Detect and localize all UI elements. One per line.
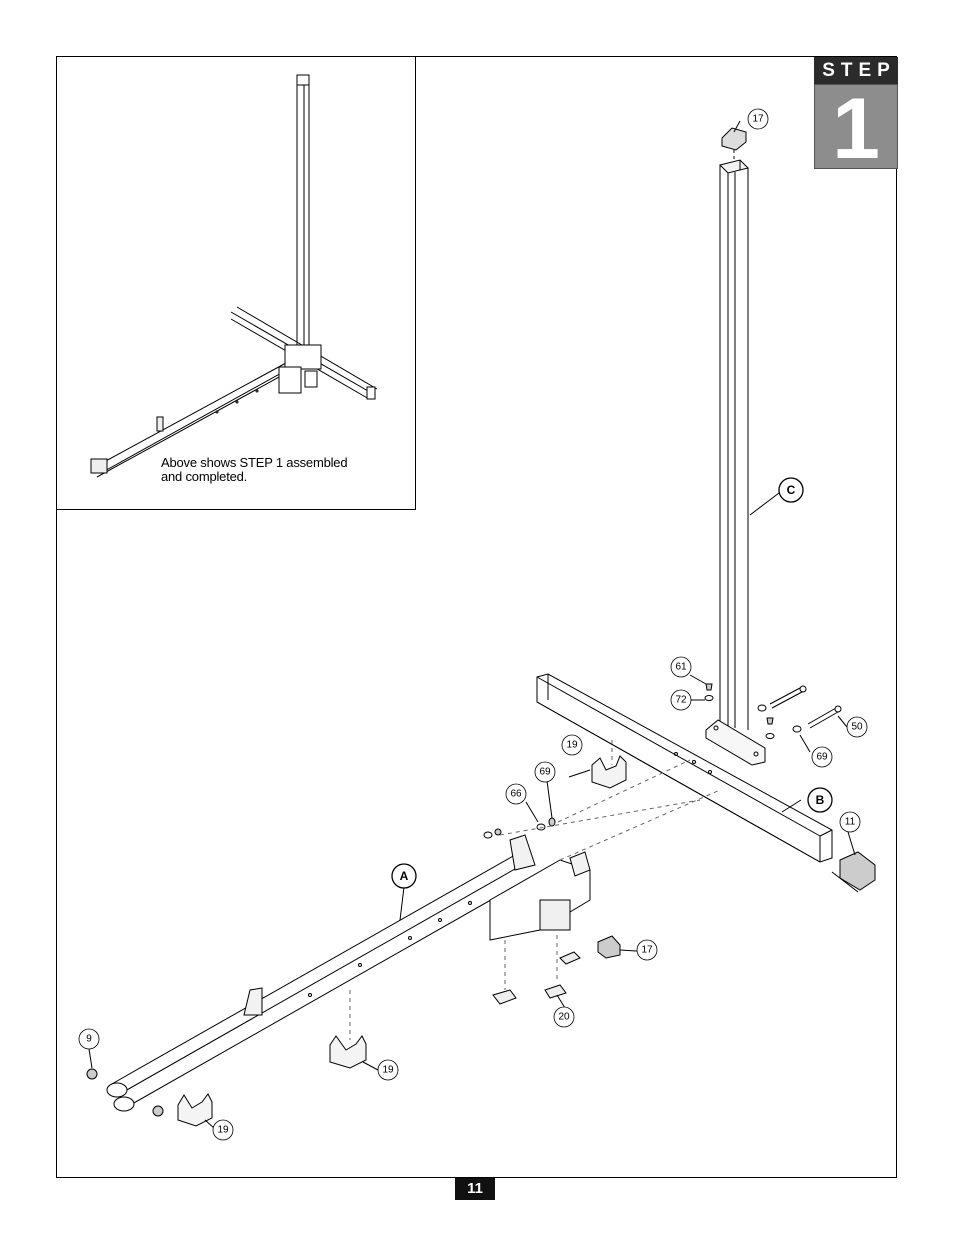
foot-pad-19-mid [329, 1035, 367, 1069]
assembled-view-inset: Above shows STEP 1 assembled and complet… [56, 56, 416, 510]
callout-20-text: 20 [558, 1012, 570, 1023]
callout-66-text: 66 [510, 789, 522, 800]
upright-base-plate [705, 719, 766, 766]
callout-19-low-text: 19 [217, 1125, 229, 1136]
callout-72 [670, 689, 692, 711]
callout-20 [553, 1006, 575, 1028]
callout-69-mid [534, 761, 556, 783]
upright-post-c [719, 159, 749, 730]
step-badge: STEP 1 [814, 57, 898, 173]
step-label: STEP [814, 57, 898, 84]
bracket-20-b [544, 984, 567, 999]
callout-17-mid-text: 17 [641, 945, 653, 956]
callout-50-text: 50 [851, 722, 863, 733]
base-frame-a [106, 834, 591, 1112]
end-cap-17-mid [597, 935, 621, 959]
callout-19-low [212, 1119, 234, 1141]
callout-9-text: 9 [86, 1034, 92, 1045]
foot-pad-19-low [177, 1093, 213, 1127]
part-label-a-text: A [400, 869, 409, 883]
callout-19-upper-text: 19 [566, 740, 578, 751]
end-cap-11 [839, 851, 876, 891]
callout-50 [846, 716, 868, 738]
callout-69-mid-text: 69 [539, 767, 551, 778]
callout-69-right [811, 746, 833, 768]
part-label-c [778, 477, 804, 503]
bracket-20-c [559, 951, 581, 965]
callout-17-top [747, 108, 769, 130]
assembled-drawing [90, 74, 378, 478]
inset-caption-line2: and completed. [161, 469, 248, 484]
part-label-b [807, 787, 833, 813]
callout-72-text: 72 [675, 695, 687, 706]
callout-69-right-text: 69 [816, 752, 828, 763]
callout-61 [670, 656, 692, 678]
foot-pad-19-upper [591, 755, 627, 789]
callout-9 [78, 1028, 100, 1050]
base-crossbeam-b [536, 673, 833, 863]
step-number: 1 [814, 84, 898, 173]
page-number: 11 [455, 1178, 495, 1200]
bolts-50 [769, 685, 842, 729]
callout-17-top-text: 17 [752, 114, 764, 125]
callout-19-upper [561, 734, 583, 756]
callout-19-mid [377, 1059, 399, 1081]
callout-66 [505, 783, 527, 805]
page-frame [56, 56, 897, 1178]
end-cap-17-top [721, 127, 747, 160]
callout-19-mid-text: 19 [382, 1065, 394, 1076]
inset-caption-line1: Above shows STEP 1 assembled [161, 455, 348, 470]
callout-11 [839, 811, 861, 833]
part-label-a [391, 863, 417, 889]
callout-61-text: 61 [675, 662, 687, 673]
inset-caption: Above shows STEP 1 assembled and complet… [161, 456, 391, 484]
bracket-20-a [492, 989, 517, 1005]
part-label-c-text: C [787, 483, 796, 497]
callout-11-text: 11 [845, 817, 856, 828]
callout-17-mid [636, 939, 658, 961]
part-label-b-text: B [816, 793, 825, 807]
